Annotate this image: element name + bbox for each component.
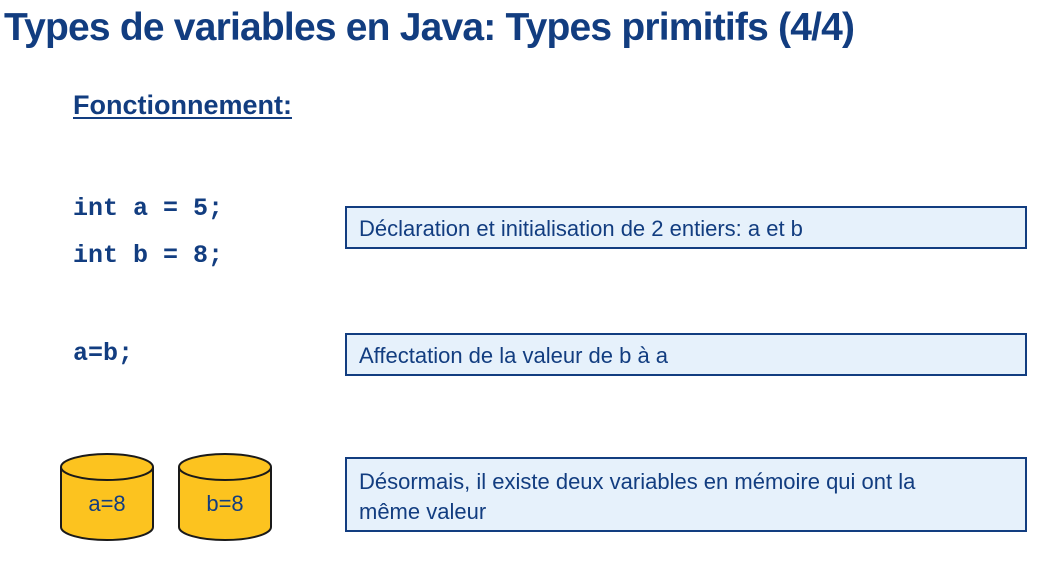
memory-variable-a: a=8 — [59, 451, 155, 543]
code-line-assign: a=b; — [73, 339, 134, 368]
note-affectation: Affectation de la valeur de b à a — [345, 333, 1027, 376]
section-heading: Fonctionnement: — [73, 90, 292, 120]
note-declaration: Déclaration et initialisation de 2 entie… — [345, 206, 1027, 249]
memory-variable-b-label: b=8 — [206, 491, 244, 516]
memory-variable-a-label: a=8 — [88, 491, 126, 516]
code-line-declare-b: int b = 8; — [73, 241, 224, 270]
note-affectation-text: Affectation de la valeur de b à a — [359, 343, 669, 368]
cylinder-icon — [60, 453, 154, 541]
note-memoire-line-2: même valeur — [359, 499, 487, 524]
note-memoire-line-1: Désormais, il existe deux variables en m… — [359, 469, 916, 494]
slide-title: Types de variables en Java: Types primit… — [4, 6, 855, 49]
note-memoire: Désormais, il existe deux variables en m… — [345, 457, 1027, 532]
note-declaration-text: Déclaration et initialisation de 2 entie… — [359, 216, 803, 241]
cylinder-icon — [178, 453, 272, 541]
code-line-declare-a: int a = 5; — [73, 194, 224, 223]
memory-variable-b: b=8 — [177, 451, 273, 543]
